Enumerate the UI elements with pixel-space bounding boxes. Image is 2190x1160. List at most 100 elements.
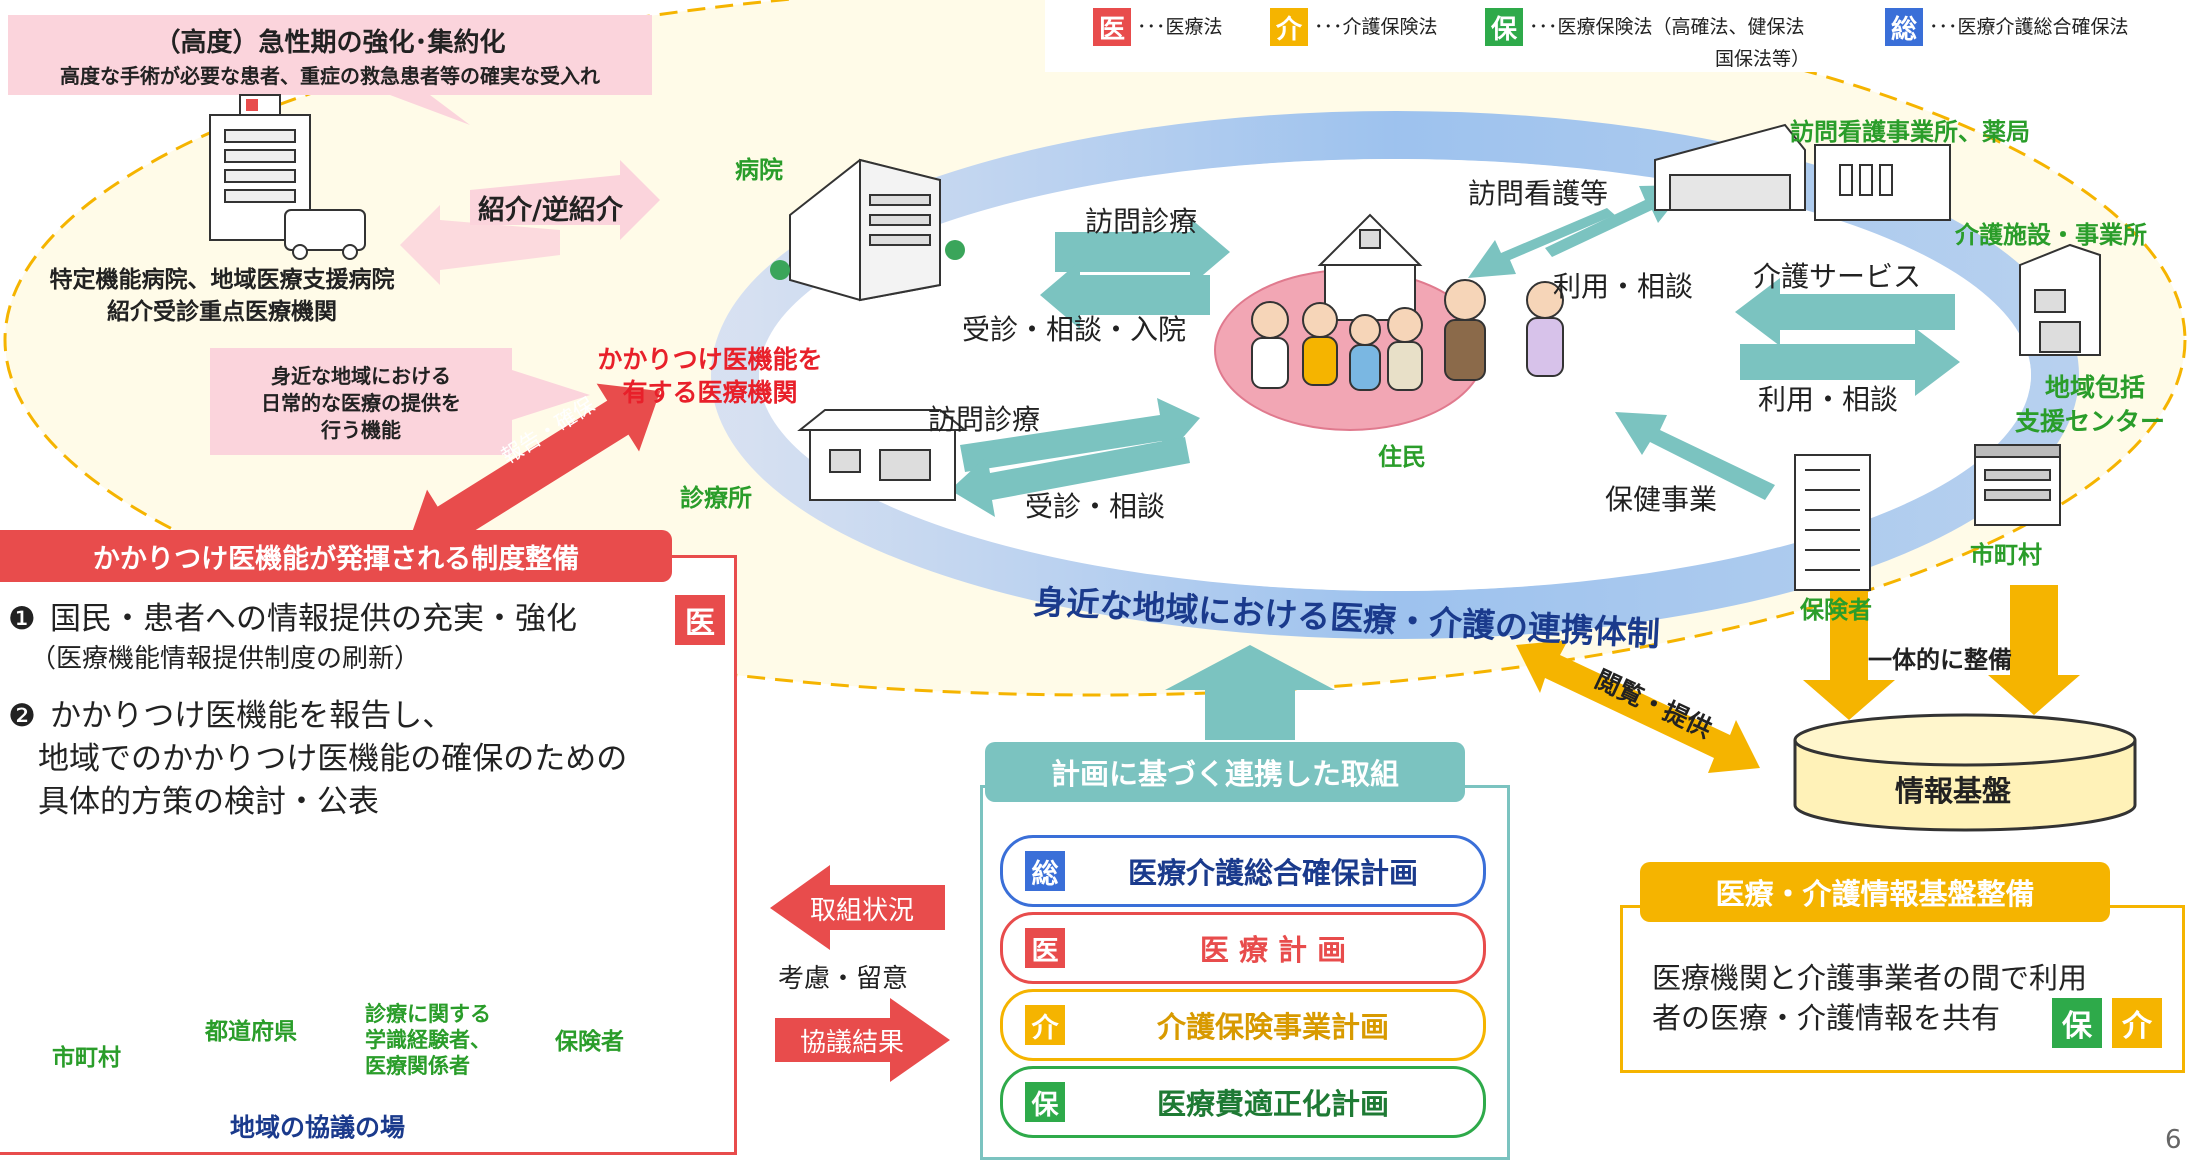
care-facility-icon xyxy=(2019,243,2101,356)
advanced-hospital-icon xyxy=(209,94,366,260)
house-icon xyxy=(1317,213,1423,321)
consult-label-2: 受診・相談 xyxy=(1025,490,1166,523)
arrow-nursing-out xyxy=(1545,185,1688,257)
arrow-visit-2 xyxy=(960,398,1200,472)
hospital-icon xyxy=(789,158,941,302)
left-panel-title: かかりつけ医機能が発揮される制度整備 xyxy=(0,530,672,582)
visit-nursing-label: 訪問看護等 xyxy=(1468,177,1609,210)
insurer-label: 保険者 xyxy=(1800,596,1872,624)
item2-line3: 具体的方策の検討・公表 xyxy=(38,784,379,820)
plan-medical: 医 医 療 計 画 xyxy=(1000,912,1486,984)
visit-care-label-2: 訪問診療 xyxy=(928,403,1041,436)
acute-care-title: （高度）急性期の強化･集約化 xyxy=(154,28,506,58)
legend-ho-badge: 保 xyxy=(1485,8,1523,46)
residents-label: 住民 xyxy=(1378,443,1426,471)
plan-comprehensive: 総 医療介護総合確保計画 xyxy=(1000,835,1486,907)
plan-care-insurance-badge: 介 xyxy=(1025,1005,1065,1045)
council-prefecture-label: 都道府県 xyxy=(205,1019,297,1045)
plan-care-insurance-label: 介護保険事業計画 xyxy=(1156,1010,1389,1044)
municipality-label: 市町村 xyxy=(1970,541,2042,569)
referral-label: 紹介/逆紹介 xyxy=(478,195,623,226)
arrow-health xyxy=(1615,412,1775,500)
hospital-types-line1: 特定機能病院、地域医療支援病院 xyxy=(49,267,395,293)
item1-line1: 国民・患者への情報提供の充実・強化 xyxy=(50,601,577,637)
insurer-down-arrow xyxy=(1803,585,1895,720)
support-center-line2: 支援センター xyxy=(2015,407,2166,436)
plans-panel-title: 計画に基づく連携した取組 xyxy=(985,742,1465,802)
item1-line2: （医療機能情報提供制度の刷新） xyxy=(30,644,421,674)
legend-kai-text: ･･･介護保険法 xyxy=(1314,16,1438,38)
referral-arrow-out xyxy=(400,205,560,285)
council-municipality-label: 市町村 xyxy=(52,1045,121,1071)
item2-line2: 地域でのかかりつけ医機能の確保のための xyxy=(38,741,628,777)
plan-medical-label: 医 療 計 画 xyxy=(1199,933,1347,967)
legend-med-text: ･･･医療法 xyxy=(1137,16,1223,38)
item2-number: ❷ xyxy=(8,698,36,734)
arrow-consult-2 xyxy=(950,437,1190,517)
care-service-label: 介護サービス xyxy=(1753,260,1922,293)
clinic-icon xyxy=(797,409,968,501)
function-line1: 身近な地域における xyxy=(271,364,451,388)
function-line3: 行う機能 xyxy=(321,418,401,442)
plan-comprehensive-badge: 総 xyxy=(1025,851,1065,891)
plan-cost-optimization-label: 医療費適正化計画 xyxy=(1156,1087,1389,1121)
acute-care-subtitle: 高度な手術が必要な患者、重症の救急患者等の確実な受入れ xyxy=(60,64,600,88)
insurer-building-icon xyxy=(1794,454,1871,591)
support-center-line1: 地域包括 xyxy=(2045,373,2146,402)
plan-cost-optimization: 保 医療費適正化計画 xyxy=(1000,1066,1486,1138)
result-label: 協議結果 xyxy=(800,1028,905,1058)
arrow-consult-1 xyxy=(1040,261,1210,329)
legend-med-badge: 医 xyxy=(1093,8,1131,46)
arrow-care-in xyxy=(1735,278,1955,346)
plan-medical-badge: 医 xyxy=(1025,928,1065,968)
council-title: 地域の協議の場 xyxy=(230,1113,406,1142)
kakaritsuke-line2: 有する医療機関 xyxy=(622,378,798,407)
result-arrow xyxy=(775,998,950,1082)
arrow-care-out xyxy=(1740,328,1960,396)
nursing-station-label: 訪問看護事業所、薬局 xyxy=(1790,118,2030,146)
function-callout xyxy=(210,348,512,455)
arrow-nursing-in xyxy=(1468,208,1615,278)
hospital-label: 病院 xyxy=(735,156,783,184)
database-cylinder xyxy=(1793,713,2137,832)
kakaritsuke-line1: かかりつけ医機能を xyxy=(597,345,823,374)
municipality-down-arrow xyxy=(1988,585,2080,715)
legend-kai-badge: 介 xyxy=(1270,8,1308,46)
consider-label: 考慮・留意 xyxy=(778,964,909,994)
up-arrow xyxy=(1165,645,1335,740)
top-left-callout xyxy=(8,15,652,95)
care-facility-label: 介護施設・事業所 xyxy=(1955,221,2147,249)
item1-number: ❶ xyxy=(8,601,36,637)
residents-icon xyxy=(1251,279,1564,391)
arrow-visit-1 xyxy=(1055,218,1230,286)
integrated-label: 一体的に整備 xyxy=(1868,646,2012,674)
plan-care-insurance: 介 介護保険事業計画 xyxy=(1000,989,1486,1061)
council-experts-line1: 診療に関する xyxy=(365,1002,491,1026)
page-number: 6 xyxy=(2165,1125,2182,1155)
function-line2: 日常的な医療の提供を xyxy=(261,391,461,415)
use-consult-label-2: 利用・相談 xyxy=(1758,383,1899,416)
municipality-building-icon xyxy=(1974,444,2061,526)
item1-med-badge: 医 xyxy=(675,595,725,645)
info-base-panel-title: 医療・介護情報基盤整備 xyxy=(1640,862,2110,922)
council-experts-line3: 医療関係者 xyxy=(365,1054,470,1078)
consult-label-1: 受診・相談・入院 xyxy=(962,313,1187,346)
legend-ho-text: ･･･医療保険法（高確法、健保法 xyxy=(1529,16,1805,38)
info-base-text-2: 者の医療・介護情報を共有 xyxy=(1652,1001,2001,1035)
council-experts-line2: 学識経験者、 xyxy=(365,1028,491,1052)
browse-arrow xyxy=(1516,640,1760,773)
report-arrow xyxy=(405,383,661,558)
referral-arrow-in xyxy=(470,160,660,240)
plan-comprehensive-label: 医療介護総合確保計画 xyxy=(1127,856,1418,890)
info-base-text-1: 医療機関と介護事業者の間で利用 xyxy=(1652,961,2088,995)
legend-so-text: ･･･医療介護総合確保法 xyxy=(1929,16,2129,38)
legend-so-badge: 総 xyxy=(1885,8,1923,46)
use-consult-label-1: 利用・相談 xyxy=(1553,270,1694,303)
legend: 医 ･･･医療法 介 ･･･介護保険法 保 ･･･医療保険法（高確法、健保法 国… xyxy=(1045,0,2190,72)
nursing-station-icon xyxy=(1654,123,1951,221)
item2-line1: かかりつけ医機能を報告し、 xyxy=(50,698,454,734)
inner-ring xyxy=(711,111,2079,639)
status-arrow xyxy=(770,865,945,950)
status-label: 取組状況 xyxy=(810,896,915,926)
